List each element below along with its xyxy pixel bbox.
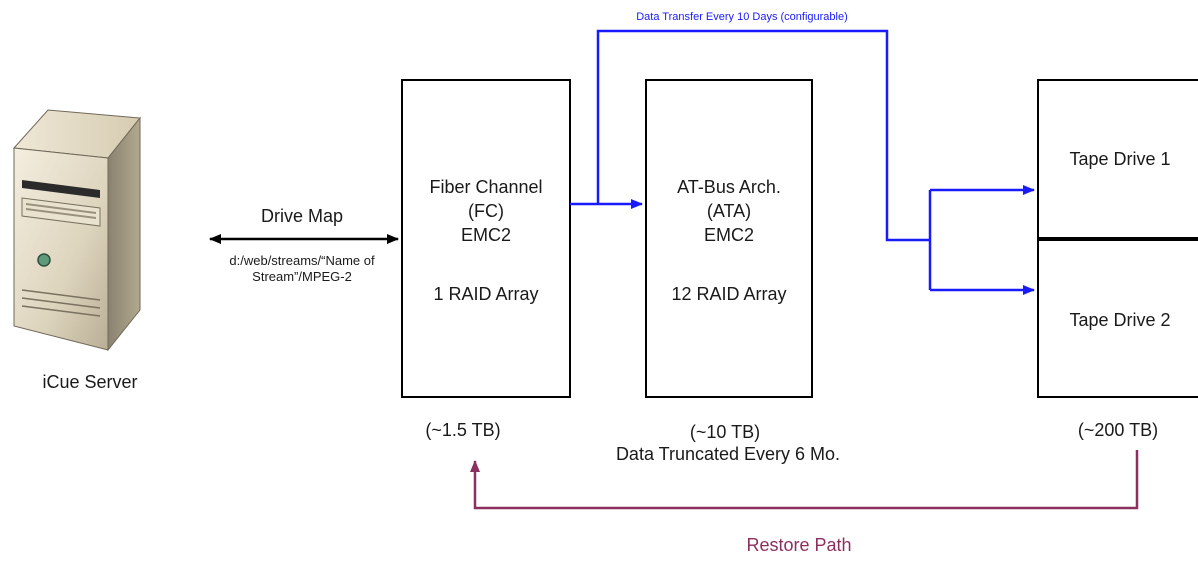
transfer-schedule-label: Data Transfer Every 10 Days (configurabl… bbox=[636, 11, 848, 23]
fc-line4: 1 RAID Array bbox=[433, 284, 538, 304]
fc-line1: Fiber Channel bbox=[429, 177, 542, 197]
fc-line2: (FC) bbox=[468, 201, 504, 221]
ata-line2: (ATA) bbox=[707, 201, 751, 221]
ata-truncation-note: Data Truncated Every 6 Mo. bbox=[616, 444, 840, 464]
ata-line4: 12 RAID Array bbox=[671, 284, 786, 304]
tower-server-icon bbox=[12, 109, 141, 352]
tape-drive-2-label: Tape Drive 2 bbox=[1069, 310, 1170, 330]
fc-to-tape-transfer-line bbox=[596, 29, 930, 242]
drive-map-path-line1: d:/web/streams/“Name of bbox=[229, 253, 375, 268]
tape-drive-stack bbox=[1037, 79, 1198, 398]
fc-line3: EMC2 bbox=[461, 225, 511, 245]
ata-line3: EMC2 bbox=[704, 225, 754, 245]
tape-capacity: (~200 TB) bbox=[1078, 420, 1158, 440]
fc-storage-box bbox=[401, 79, 571, 398]
transfer-paths bbox=[570, 29, 1035, 295]
drive-map-title: Drive Map bbox=[261, 206, 343, 226]
ata-line1: AT-Bus Arch. bbox=[677, 177, 781, 197]
restore-path-arrow bbox=[470, 450, 1139, 510]
ata-storage-box bbox=[645, 79, 813, 398]
server-label: iCue Server bbox=[42, 372, 137, 392]
fc-capacity: (~1.5 TB) bbox=[425, 420, 500, 440]
tape-drive-1-label: Tape Drive 1 bbox=[1069, 149, 1170, 169]
drive-map-path-line2: Stream”/MPEG-2 bbox=[252, 269, 352, 284]
restore-path-label: Restore Path bbox=[746, 535, 851, 555]
ata-capacity: (~10 TB) bbox=[690, 422, 760, 442]
